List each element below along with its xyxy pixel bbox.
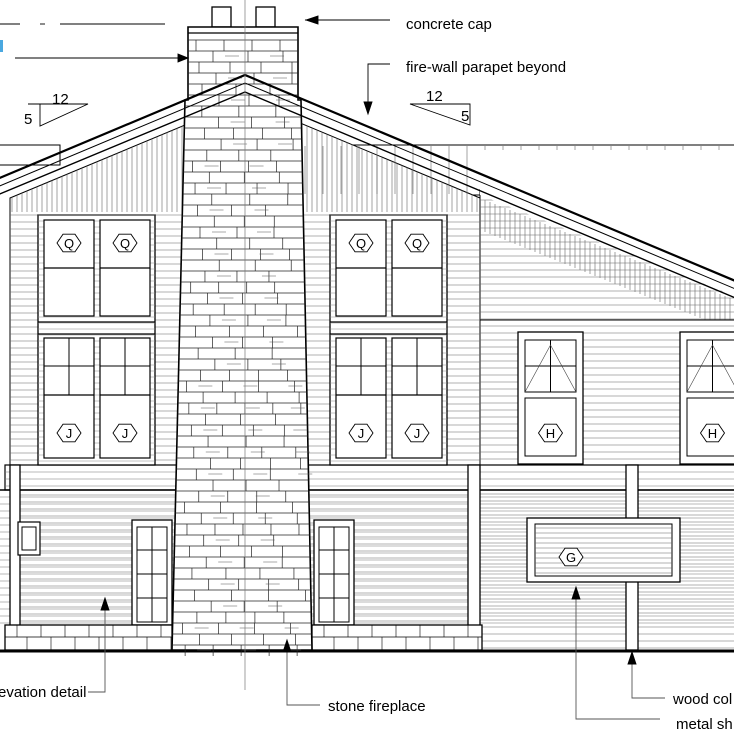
pitch-rise-left: 5 [24, 111, 32, 128]
window-tag-label: J [414, 426, 421, 441]
hexagon-tag [699, 423, 726, 443]
pitch-triangle-right [409, 103, 471, 126]
small-window-sash [21, 526, 37, 551]
leader-stone-fireplace [286, 645, 320, 706]
label-metal: metal sh [676, 716, 733, 733]
pitch-rise-right: 5 [461, 108, 469, 125]
hexagon-tag [348, 233, 374, 253]
parapet-beyond-left [0, 144, 61, 166]
hexagon-tag [56, 423, 82, 443]
mask [480, 150, 734, 296]
window-tag-label: J [66, 426, 73, 441]
highlight-mark [0, 40, 3, 52]
label-wood-column: wood col [672, 691, 732, 708]
leader-elevation-detail [88, 600, 106, 693]
wood-column [9, 464, 21, 651]
window-tag-label: H [708, 426, 717, 441]
details [0, 214, 734, 653]
arrowhead [100, 596, 110, 611]
arrowhead [282, 638, 292, 653]
arrowhead [627, 650, 637, 665]
hexagon-tag [112, 233, 138, 253]
window-tag-label: Q [64, 236, 74, 251]
label-concrete-cap: concrete cap [406, 16, 492, 33]
leader-parapet [367, 63, 390, 112]
arrowhead [304, 15, 319, 25]
wood-column [467, 464, 481, 651]
hexagon-tag [112, 423, 138, 443]
annotations [0, 0, 665, 720]
window-tag-label: H [546, 426, 555, 441]
arrowhead [363, 101, 373, 116]
label-stone-fireplace: stone fireplace [328, 698, 426, 715]
pitch-triangle-left [28, 103, 89, 127]
hexagon-tag [558, 547, 584, 567]
window-swing [686, 344, 734, 393]
window-tags: Q J Q J Q J Q J H H G [56, 233, 726, 567]
hexagon-tag [56, 233, 82, 253]
pitch-run-right: 12 [426, 88, 443, 105]
pitch-run-left: 12 [52, 91, 69, 108]
window-swing [524, 344, 577, 393]
arrowhead [177, 53, 190, 63]
window-tag-label: J [358, 426, 365, 441]
stone-base [311, 624, 483, 651]
window-tag-label: G [566, 550, 576, 565]
window-tag-label: Q [356, 236, 366, 251]
hexagon-tag [404, 233, 430, 253]
chimney-pot [211, 6, 232, 28]
arrowhead [571, 585, 581, 600]
window-tag-label: Q [412, 236, 422, 251]
leader-metal [575, 590, 660, 720]
stone-base [4, 624, 173, 651]
chimney-body [171, 26, 313, 651]
chimney-pot [255, 6, 276, 28]
window-tag-label: Q [120, 236, 130, 251]
hexagon-tag [404, 423, 430, 443]
louver-inner [534, 523, 673, 577]
hexagon-tag [348, 423, 374, 443]
hexagon-tag [537, 423, 564, 443]
leader-wood-column [631, 655, 665, 699]
label-parapet: fire-wall parapet beyond [406, 59, 566, 76]
label-elevation-detail: evation detail [0, 684, 86, 701]
window-tag-label: J [122, 426, 129, 441]
